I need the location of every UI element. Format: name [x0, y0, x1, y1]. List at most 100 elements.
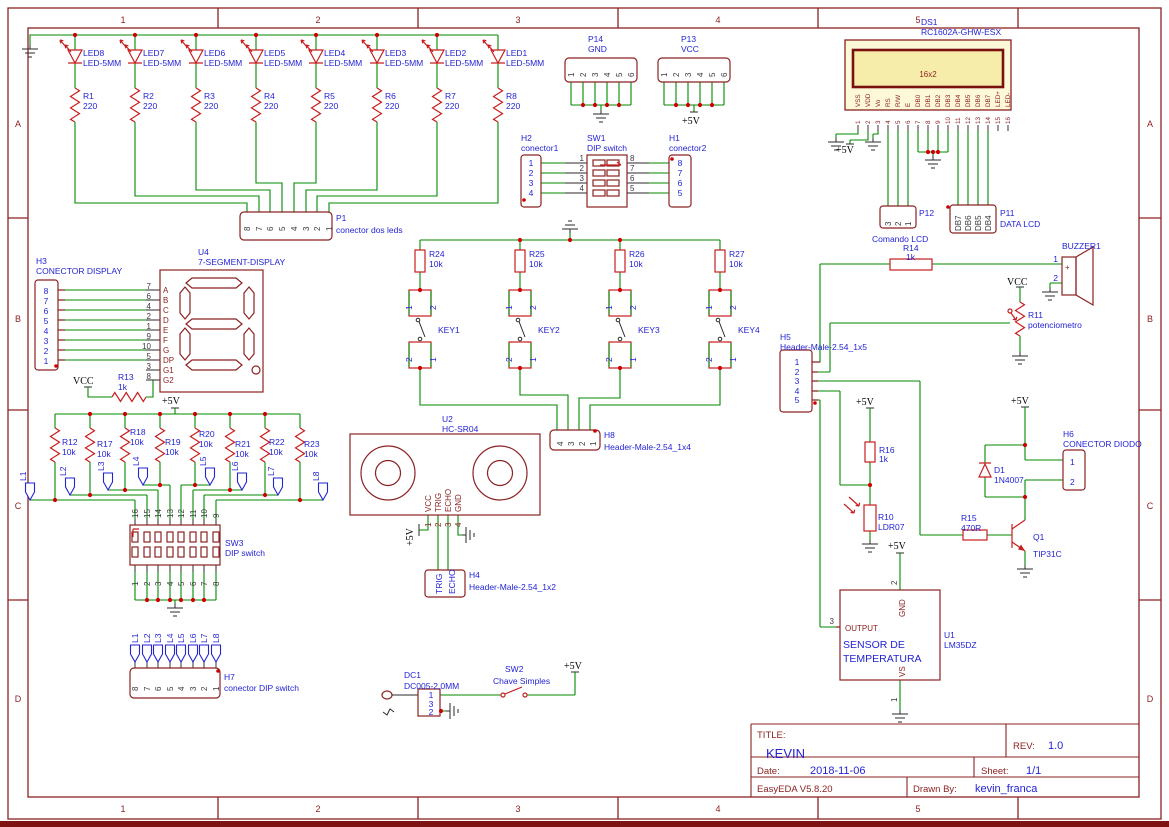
ruler-col-bottom-4: 4: [715, 804, 720, 814]
p13-pin2: 2: [672, 72, 681, 77]
h8-part: Header-Male-2.54_1x4: [604, 442, 691, 452]
p13-body: [657, 57, 731, 83]
r6-ref: R6: [385, 91, 396, 101]
u4-pe: E: [163, 326, 168, 335]
ds1-no8: 8: [925, 120, 932, 124]
led5-ref: LED5: [264, 48, 286, 58]
h7-p1: 1: [212, 686, 221, 691]
p14-pin3: 3: [591, 72, 600, 77]
title-value[interactable]: KEVIN: [766, 746, 805, 761]
ruler-row-right-C: C: [1147, 501, 1154, 511]
u4-n1: 1: [147, 322, 152, 331]
q1-symbol: [1011, 519, 1026, 552]
p11-db7: DB7: [954, 215, 963, 231]
dc1-part: DC005-2.0MM: [404, 681, 459, 691]
sw3-t14: 14: [154, 509, 163, 518]
rev-value[interactable]: 1.0: [1048, 740, 1063, 752]
sheet-value[interactable]: 1/1: [1026, 765, 1041, 777]
dc-jack[interactable]: [381, 688, 441, 717]
segment-dp: [251, 365, 261, 375]
h7-p7: 7: [143, 686, 152, 691]
sw2-ref: SW2: [505, 664, 524, 674]
drawn-by-value[interactable]: kevin_franca: [975, 783, 1038, 795]
r3-val: 220: [204, 101, 218, 111]
r5-ref: R5: [324, 91, 335, 101]
h1-pin6: 6: [678, 178, 683, 188]
gnd-symbol: [166, 603, 184, 617]
wires: [29, 34, 1063, 712]
seven-segment-display[interactable]: [159, 269, 264, 393]
date-value[interactable]: 2018-11-06: [810, 765, 865, 777]
p1-pin3: 3: [302, 226, 311, 231]
dc1-ref: DC1: [404, 670, 421, 680]
wire-u4-pins: [146, 289, 160, 381]
r11-part: potenciometro: [1028, 320, 1082, 330]
r17-symbol: [84, 427, 96, 463]
r13-resistor[interactable]: [111, 391, 147, 403]
u4-n2: 2: [147, 312, 152, 321]
p1-pin7: 7: [255, 226, 264, 231]
sw1-l4: 4: [580, 184, 585, 193]
ds1-pn-vss: VSS: [855, 94, 862, 107]
key1-p1t: 1: [404, 305, 414, 310]
ds1-pn-db7: DB7: [985, 94, 992, 107]
sw3-ref: SW3: [225, 538, 244, 548]
buzzer-pin1: 1: [1053, 254, 1058, 264]
p11-ref: P11: [1000, 208, 1015, 218]
right-side-components[interactable]: [839, 245, 1094, 681]
u4-part: 7-SEGMENT-DISPLAY: [198, 257, 286, 267]
r18-val: 10k: [130, 437, 144, 447]
sw1-r6: 6: [630, 174, 635, 183]
sw3-t12: 12: [177, 509, 186, 518]
l4-net: L4: [131, 456, 141, 466]
ruler-col-top-3: 3: [515, 15, 520, 25]
h6-pin2: 2: [1070, 477, 1075, 487]
r11-vcc: VCC: [1007, 277, 1028, 288]
l3-flag: [102, 472, 114, 491]
sw3-marker: [132, 528, 139, 537]
h2-part: conector1: [521, 143, 559, 153]
sw3-t10: 10: [200, 509, 209, 518]
r13-symbol: [111, 391, 147, 403]
ds1-no10: 10: [945, 116, 952, 124]
dc1-plug: [381, 690, 393, 700]
l6-net: L6: [230, 461, 240, 471]
u4-pg2: G2: [163, 376, 174, 385]
r27-ref: R27: [729, 249, 745, 259]
h5-ref: H5: [780, 332, 791, 342]
h7-p5: 5: [166, 686, 175, 691]
sw1-r5: 5: [630, 184, 635, 193]
u4-n7: 7: [147, 282, 152, 291]
r11-wiper-arrow: [1010, 312, 1018, 321]
u4-n6: 6: [147, 292, 152, 301]
u1-part: LM35DZ: [944, 640, 977, 650]
r23-ref: R23: [304, 439, 320, 449]
segment-d: [185, 359, 243, 371]
led6-part: LED-5MM: [204, 58, 242, 68]
ruler-col-bottom-2: 2: [315, 804, 320, 814]
u1-ref: U1: [944, 630, 955, 640]
u4-n9: 9: [147, 332, 152, 341]
ds1-no6: 6: [905, 120, 912, 124]
key-block[interactable]: [408, 249, 732, 369]
r26-ref: R26: [629, 249, 645, 259]
p13-pin1: 1: [660, 72, 669, 77]
h7-l3-flag: [152, 644, 164, 663]
power-switch[interactable]: [500, 686, 528, 698]
buzzer-ref: BUZZER1: [1062, 241, 1101, 251]
r17-ref: R17: [97, 439, 113, 449]
u4-n3: 3: [147, 362, 152, 371]
wire-h2-h1: [541, 162, 669, 194]
gnd-symbol: [561, 220, 579, 234]
p11-db5: DB5: [974, 215, 983, 231]
ultrasonic-sensor[interactable]: [349, 433, 541, 516]
led4-part: LED-5MM: [324, 58, 362, 68]
dip-switches[interactable]: [129, 154, 628, 566]
wire-rrow: [30, 408, 323, 519]
u4-pg1: G1: [163, 366, 174, 375]
connectors[interactable]: [34, 57, 1086, 699]
sw3-t9: 9: [212, 513, 221, 518]
ruler-row-right-D: D: [1147, 694, 1154, 704]
lcd-display[interactable]: [844, 39, 1012, 111]
